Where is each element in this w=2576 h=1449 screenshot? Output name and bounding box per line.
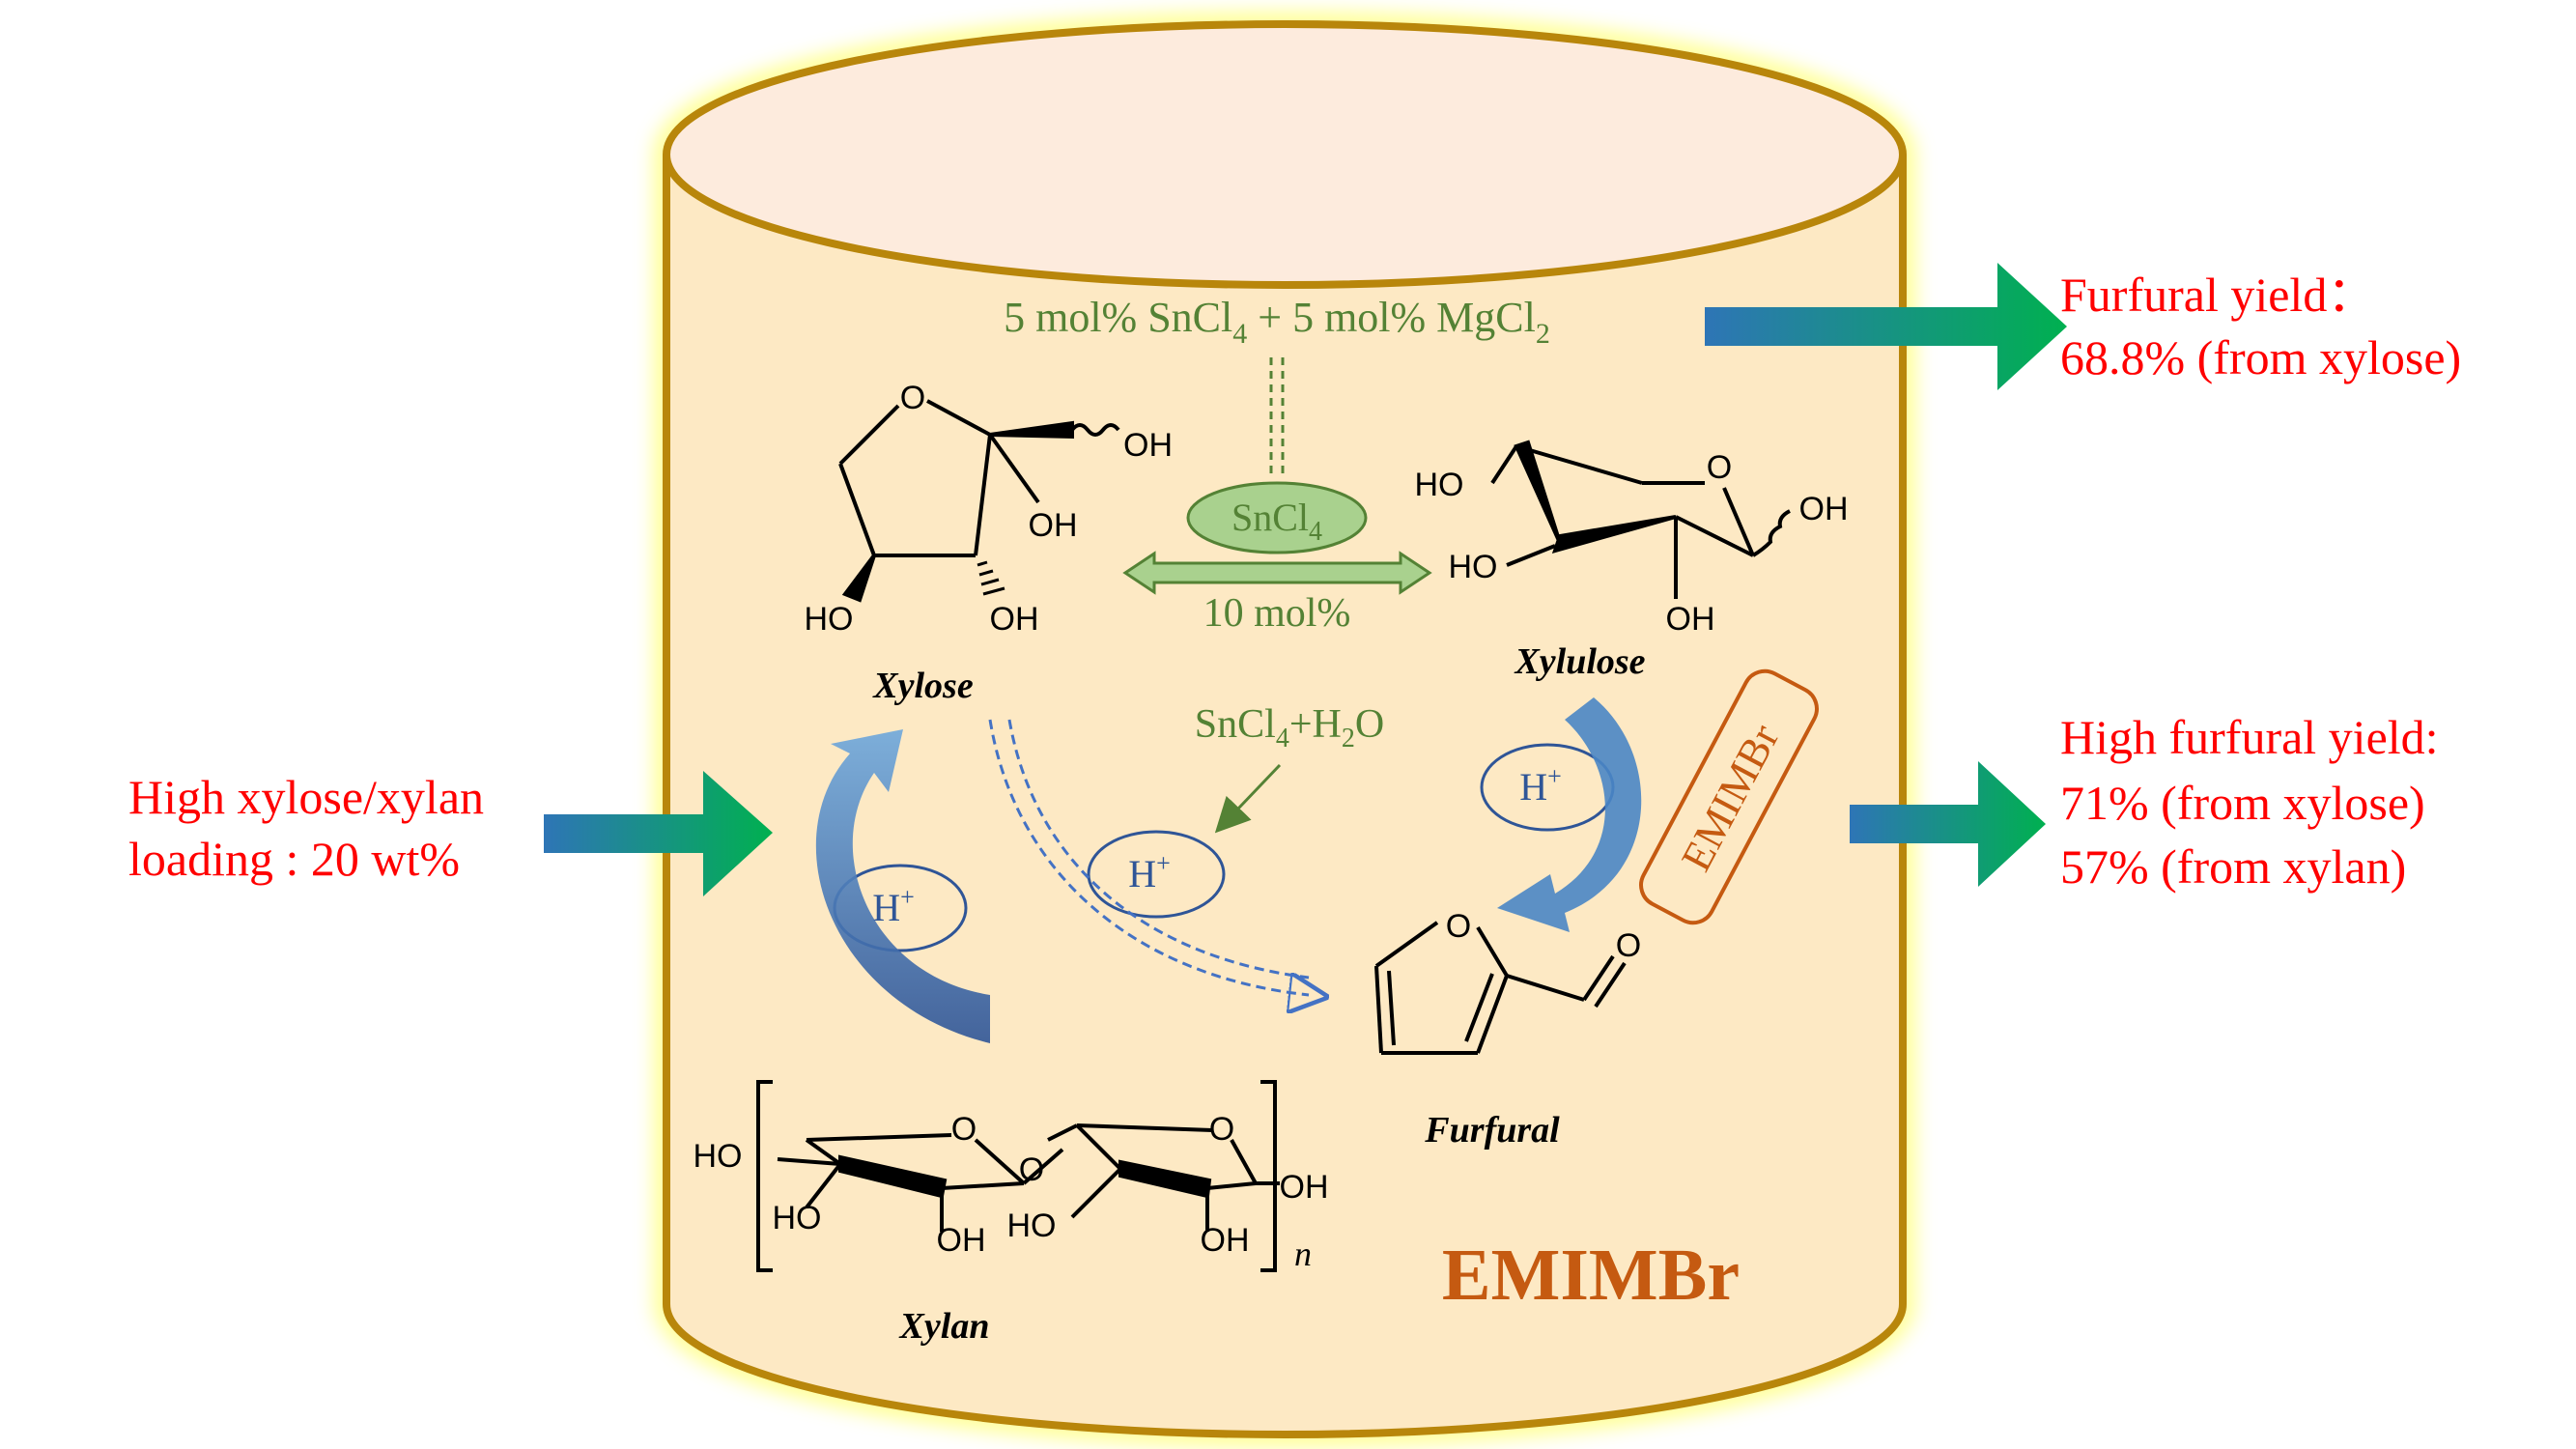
hydrolysis-label: SnCl4+H2O (1195, 702, 1384, 753)
xylan-oh-3: OH (937, 1222, 986, 1259)
furfural-carbonyl-o: O (1616, 927, 1641, 964)
xylose-oh-1: OH (1123, 427, 1173, 464)
result-mid-line-2: 71% (from xylose) (2060, 776, 2425, 830)
xylan-ring-o-1: O (951, 1111, 977, 1148)
reactor-top (663, 20, 1907, 289)
isomerization-loading: 10 mol% (1203, 591, 1351, 636)
xylose-ho-3: HO (805, 601, 854, 638)
hydrolysis-pointer (1214, 763, 1282, 834)
xylulose-ring-o: O (1707, 449, 1732, 486)
svg-text:H+: H+ (1519, 762, 1562, 809)
xylose-to-furfural-dashed-arrow (988, 719, 1309, 995)
output-arrow-mid (1850, 761, 2046, 887)
xylulose-ho-3: HO (1449, 549, 1498, 585)
solvent-label: EMIMBr (1442, 1235, 1740, 1316)
xylulose-ho-1: HO (1415, 467, 1464, 503)
xylan-oh-6: OH (1280, 1169, 1329, 1206)
xylulose-to-furfural-arrow (1497, 697, 1642, 932)
result-mid-line-3: 57% (from xylan) (2060, 839, 2406, 894)
sncl4-ellipse-label: SnCl4 (1231, 496, 1322, 547)
proton-left: H+ (833, 864, 968, 952)
xylan-link-o: O (1019, 1151, 1044, 1188)
xylulose-oh-2: OH (1799, 491, 1849, 527)
xylan-name: Xylan (899, 1306, 990, 1347)
xylose-oh-4: OH (990, 601, 1039, 638)
input-line-2: loading : 20 wt% (128, 832, 460, 886)
xylose-oh-2: OH (1029, 507, 1078, 544)
xylulose-oh-4: OH (1666, 601, 1715, 638)
xylulose-name: Xylulose (1514, 641, 1645, 682)
furfural-ring-o: O (1446, 908, 1471, 945)
proton-center: H+ (1087, 830, 1226, 919)
xylan-oh-5: OH (1201, 1222, 1250, 1259)
xylan-repeat-n: n (1294, 1235, 1312, 1273)
input-arrow (544, 771, 773, 896)
catalyst-connector (1269, 357, 1285, 473)
result-top-line-1: Furfural yield： (2060, 268, 2375, 322)
output-arrow-top (1705, 263, 2067, 390)
xylulose-structure (1490, 440, 1791, 599)
input-line-1: High xylose/xylan (128, 770, 484, 824)
xylan-structure (756, 1080, 1280, 1272)
result-top-line-2: 68.8% (from xylose) (2060, 330, 2461, 384)
sncl4-ellipse (1186, 481, 1368, 554)
catalyst-label: 5 mol% SnCl4 + 5 mol% MgCl2 (1004, 294, 1550, 350)
xylose-structure (838, 399, 1120, 603)
xylan-ho-4: HO (1007, 1208, 1057, 1244)
xylan-ring-o-2: O (1209, 1111, 1234, 1148)
isomerization-arrow (1122, 551, 1432, 595)
furfural-name: Furfural (1424, 1110, 1560, 1151)
xylan-ho-1: HO (694, 1138, 743, 1175)
reactor-body (663, 155, 1907, 1438)
svg-text:H+: H+ (872, 883, 915, 929)
svg-text:H+: H+ (1128, 849, 1171, 895)
result-mid-line-1: High furfural yield: (2060, 710, 2439, 764)
furfural-structure (1374, 921, 1627, 1055)
xylose-name: Xylose (872, 666, 974, 706)
reactor-cylinder (654, 12, 1915, 1447)
xylose-ring-o: O (900, 380, 925, 416)
xylan-to-xylose-arrow (815, 729, 990, 1043)
xylan-ho-2: HO (773, 1200, 822, 1236)
